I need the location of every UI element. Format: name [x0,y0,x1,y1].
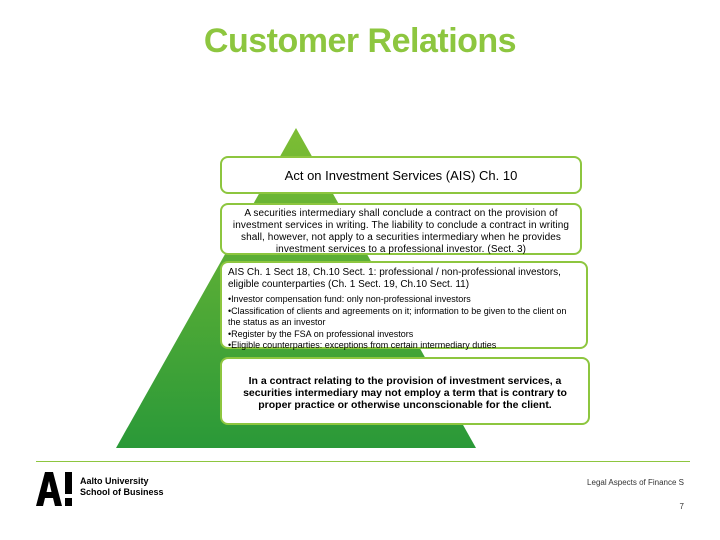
course-name: Legal Aspects of Finance S [587,478,684,487]
unconscionable-term-box: In a contract relating to the provision … [220,357,590,425]
written-contract-box: A securities intermediary shall conclude… [220,203,582,255]
university-name: Aalto University School of Business [80,476,164,498]
unconscionable-term-text: In a contract relating to the provision … [243,375,567,411]
university-line2: School of Business [80,487,164,497]
bullet-item: •Eligible counterparties: exceptions fro… [228,340,497,350]
bullet-item: •Register by the FSA on professional inv… [228,328,414,339]
slide-title: Customer Relations [203,22,517,60]
footer-divider [36,461,690,462]
bullet-item: •Classification of clients and agreement… [228,305,567,328]
ais-chapter-box: Act on Investment Services (AIS) Ch. 10 [220,156,582,194]
ais-chapter-text: Act on Investment Services (AIS) Ch. 10 [284,167,518,183]
classification-intro: AIS Ch. 1 Sect 18, Ch.10 Sect. 1: profes… [228,267,561,290]
bullet-item: •Investor compensation fund: only non-pr… [228,294,471,304]
written-contract-text: A securities intermediary shall conclude… [232,208,570,255]
university-line1: Aalto University [80,476,149,486]
aalto-logo-icon [36,472,72,506]
page-number: 7 [679,502,684,511]
investor-classification-box: AIS Ch. 1 Sect 18, Ch.10 Sect. 1: profes… [220,261,588,350]
